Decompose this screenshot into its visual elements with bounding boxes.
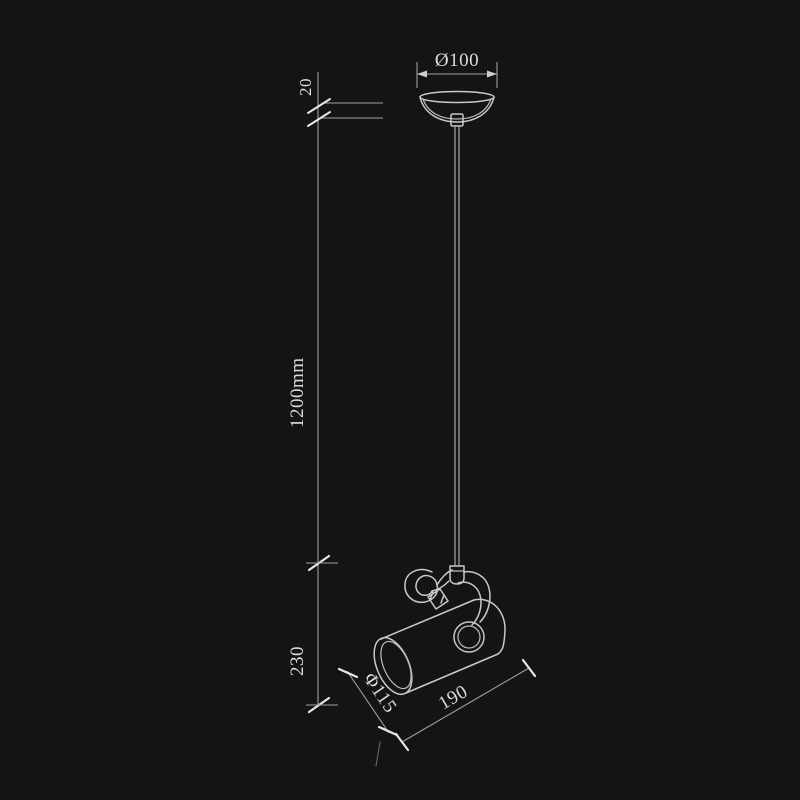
lamp-head-assembly xyxy=(373,565,506,696)
adjuster-knob xyxy=(453,621,485,653)
spotlight-cylinder-body xyxy=(380,598,506,694)
suspension-cord xyxy=(454,126,460,566)
cord-terminal xyxy=(449,565,465,585)
dimension-label-canopy-diameter: Ø100 xyxy=(435,50,479,71)
pivot-block xyxy=(427,588,449,610)
shade-length-dimension xyxy=(394,658,537,752)
aperture-leader-stub xyxy=(375,741,381,767)
yoke-right-arm xyxy=(457,570,491,626)
shade-diameter-dimension xyxy=(337,667,399,737)
pivot-stem xyxy=(429,591,445,604)
ceiling-canopy-dome xyxy=(419,90,495,123)
dimension-label-shade-length: 190 xyxy=(435,681,471,714)
break-mark-ceiling xyxy=(307,98,331,127)
canopy-diameter-dimension xyxy=(416,62,498,88)
dimension-tick-lower xyxy=(306,696,338,714)
hook-yoke-bracket xyxy=(404,568,453,604)
ceiling-extension-lines xyxy=(322,102,383,119)
dimension-tick-upper xyxy=(306,554,338,572)
spotlight-front-aperture xyxy=(373,636,413,696)
dimension-label-head-height: 230 xyxy=(287,646,308,676)
dimension-label-suspension-length: 1200mm xyxy=(287,357,308,428)
dimension-label-ceiling-thickness: 20 xyxy=(296,78,315,96)
canopy-square-connector xyxy=(450,113,464,127)
